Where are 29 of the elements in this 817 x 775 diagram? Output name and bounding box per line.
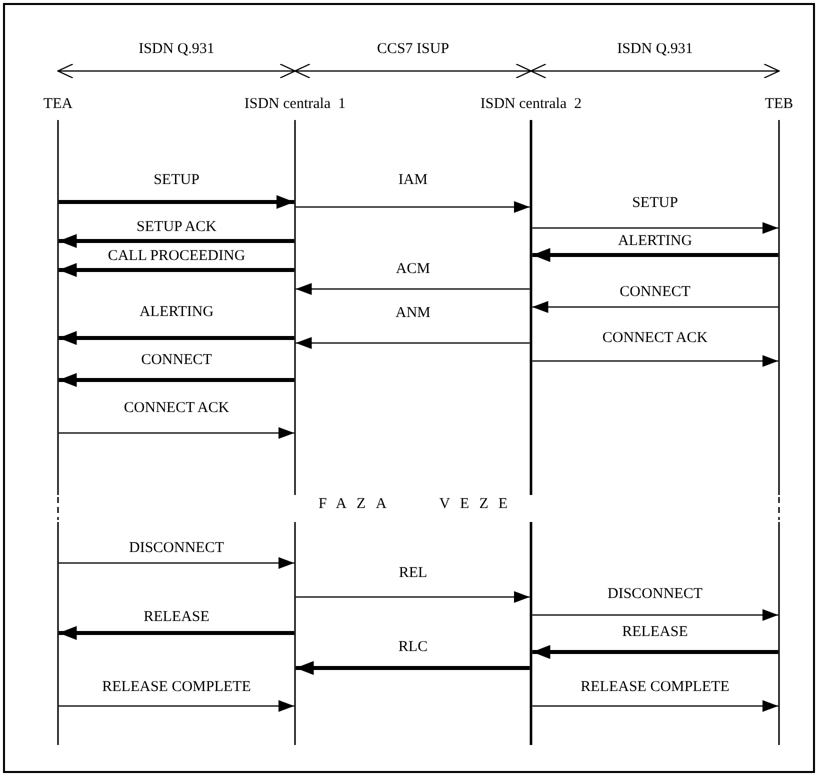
message-arrow — [58, 331, 294, 345]
message-arrow — [296, 283, 530, 295]
message-arrow — [532, 222, 778, 234]
message-arrow — [58, 195, 294, 209]
protocol-label: CCS7 ISUP — [376, 41, 450, 58]
message-arrow — [532, 248, 778, 262]
protocol-label: ISDN Q.931 — [617, 41, 693, 58]
message-arrow — [58, 557, 294, 569]
message-arrow — [58, 700, 294, 712]
message-arrow — [58, 626, 294, 640]
lifeline-title: ISDN centrala 1 — [243, 95, 347, 113]
lifeline-title: TEA — [42, 95, 74, 113]
message-arrow — [532, 700, 778, 712]
lifeline-title: TEB — [764, 95, 794, 113]
message-arrow — [58, 427, 294, 439]
protocol-label: ISDN Q.931 — [138, 41, 214, 58]
message-arrow — [532, 645, 778, 659]
message-arrow — [296, 201, 530, 213]
phase-label: FAZA VEZE — [318, 496, 518, 513]
message-arrow — [532, 301, 778, 313]
message-arrow — [532, 355, 778, 367]
message-arrow — [296, 337, 530, 349]
lifeline-title: ISDN centrala 2 — [479, 95, 583, 113]
message-arrow — [532, 609, 778, 621]
message-arrow — [58, 263, 294, 277]
message-arrow — [296, 661, 530, 675]
message-arrow — [58, 234, 294, 248]
message-arrow — [58, 373, 294, 387]
message-arrow — [296, 591, 530, 603]
